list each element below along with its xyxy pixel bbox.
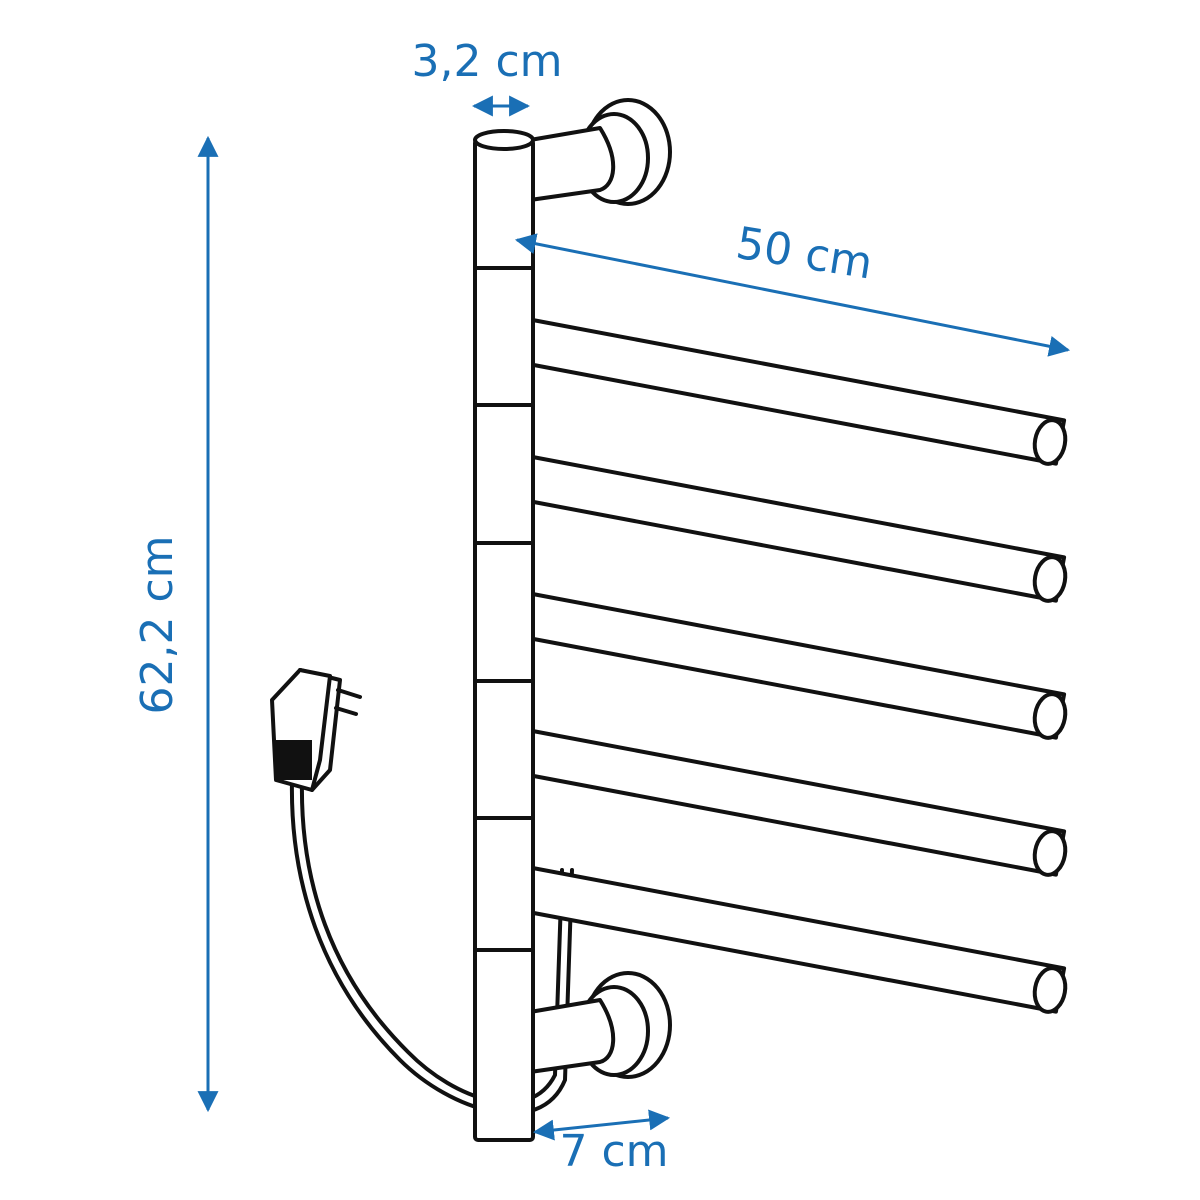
top-width-label: 3,2 cm xyxy=(411,36,562,87)
height-label: 62,2 cm xyxy=(132,535,183,714)
towel-arm-end-cap xyxy=(1032,829,1068,877)
arms-group xyxy=(496,316,1068,1014)
vertical-pole xyxy=(473,129,535,1142)
towel-arm xyxy=(496,316,1067,466)
arm-length-label: 50 cm xyxy=(733,218,876,290)
plug-icon xyxy=(270,668,362,792)
towel-arm-end-cap xyxy=(1032,418,1068,466)
towel-arm-end-cap xyxy=(1032,966,1068,1014)
towel-arm xyxy=(496,590,1067,740)
arm-length-dimension-line xyxy=(514,233,1071,357)
bottom-wall-mount xyxy=(528,971,672,1079)
top-wall-mount xyxy=(528,98,672,206)
towel-arm xyxy=(496,864,1067,1014)
wall-depth-dimension-line xyxy=(532,1109,671,1141)
wall-depth-label: 7 cm xyxy=(559,1126,668,1177)
towel-arm xyxy=(496,727,1067,877)
towel-arm xyxy=(496,453,1067,603)
towel-arm-end-cap xyxy=(1032,692,1068,740)
towel-arm-end-cap xyxy=(1032,555,1068,603)
